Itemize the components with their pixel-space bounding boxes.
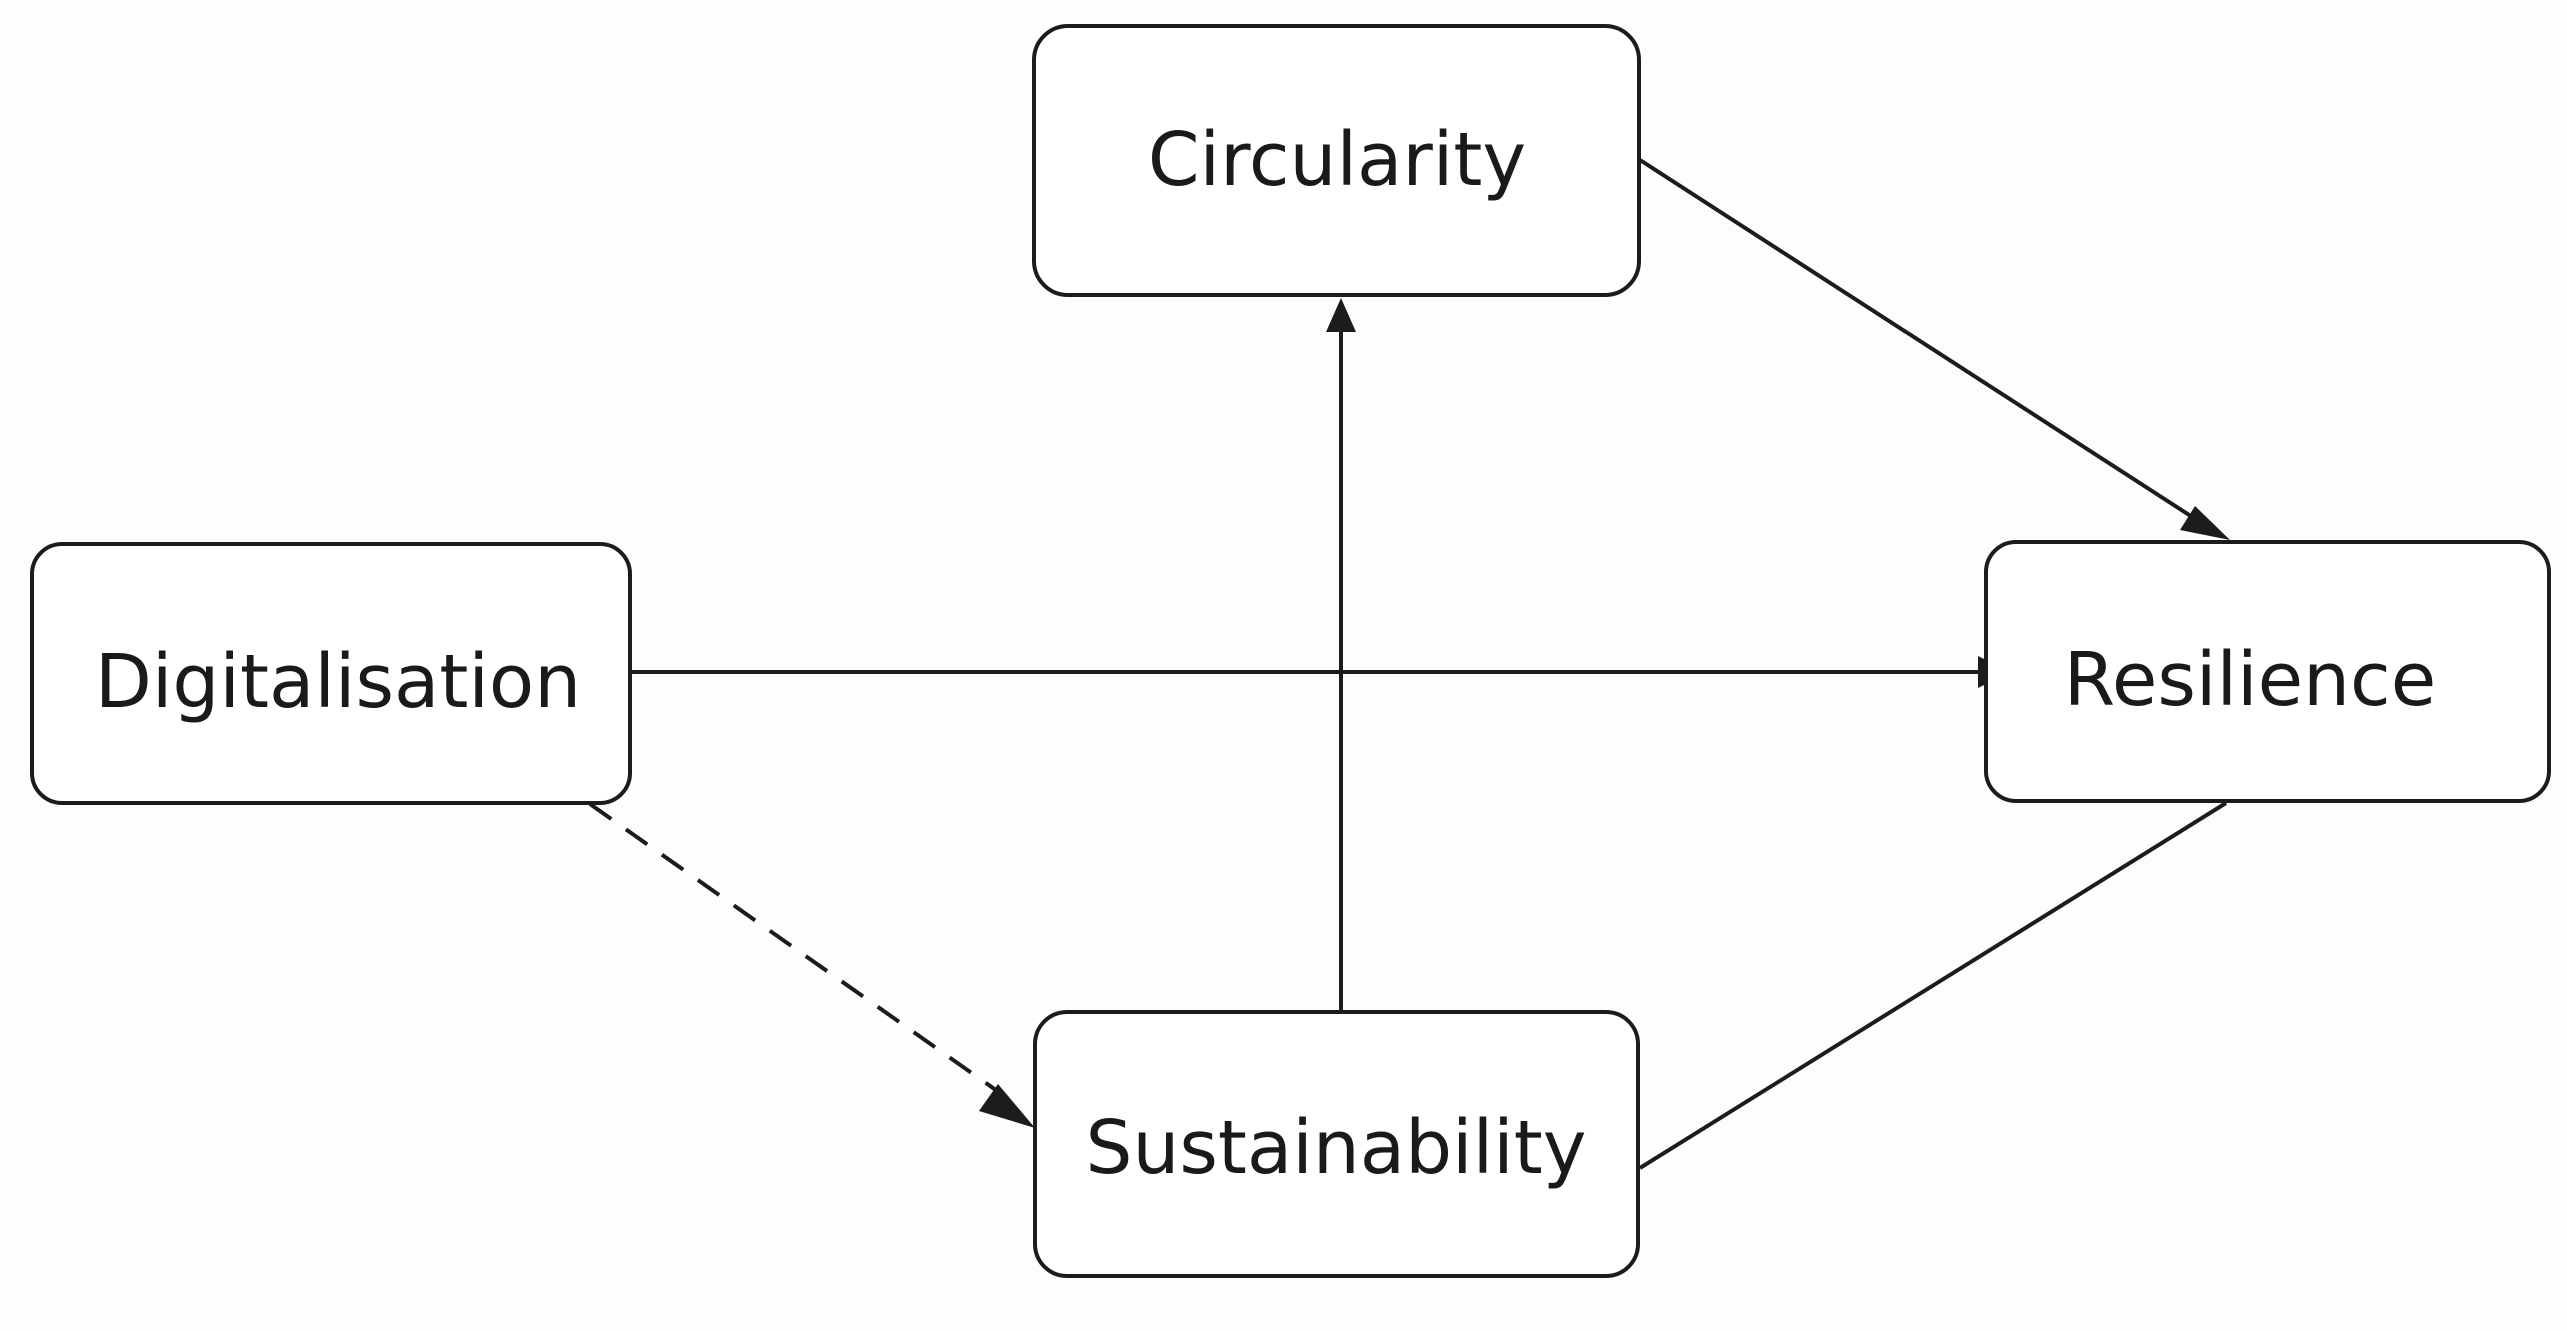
node-digitalisation-label: Digitalisation (95, 639, 581, 725)
node-circularity: Circularity (1032, 24, 1641, 297)
arrowhead-resilience-top (2180, 506, 2230, 540)
node-resilience-label: Resilience (2064, 637, 2437, 723)
node-digitalisation: Digitalisation (30, 542, 632, 805)
node-resilience: Resilience (1984, 540, 2551, 803)
edge-digitalisation-to-sustainability (588, 802, 1012, 1102)
edge-sustainability-to-resilience (1638, 801, 2228, 1170)
arrowhead-circularity-up (1326, 298, 1356, 332)
edge-circularity-to-resilience (1638, 158, 2202, 524)
node-sustainability: Sustainability (1033, 1010, 1640, 1278)
node-circularity-label: Circularity (1148, 117, 1526, 203)
arrowhead-sustainability-dashed (979, 1084, 1035, 1128)
node-sustainability-label: Sustainability (1085, 1105, 1586, 1191)
